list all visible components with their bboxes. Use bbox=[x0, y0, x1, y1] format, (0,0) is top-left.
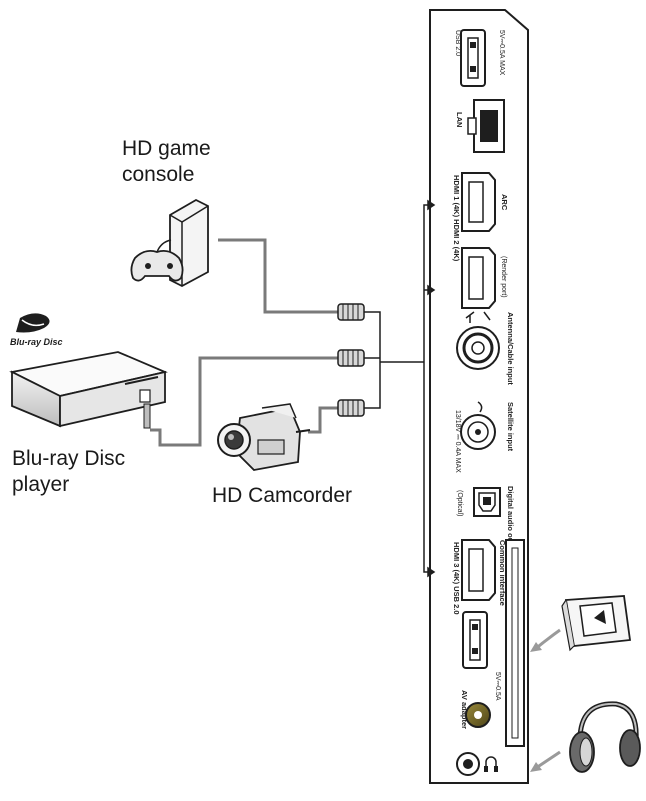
digital-audio-label: Digital audio out bbox=[506, 486, 515, 545]
tv-side-panel: USB 2.0 5V⎓0.5A MAX LAN ARC (Render port… bbox=[429, 9, 529, 784]
usb-top-power-label: 5V⎓0.5A MAX bbox=[498, 30, 505, 76]
ci-slot bbox=[505, 539, 525, 747]
antenna-label: Antenna/Cable input bbox=[506, 312, 515, 385]
camcorder-icon bbox=[217, 403, 311, 471]
common-interface-label: Common interface bbox=[498, 540, 507, 606]
usb-top-label: USB 2.0 bbox=[454, 30, 461, 56]
optical-label: (Optical) bbox=[456, 490, 463, 516]
game-console-label: HD game console bbox=[122, 137, 211, 186]
lan-label: LAN bbox=[455, 112, 464, 127]
satellite-port: Satellite input 13/18V ⎓ 0.4A MAX bbox=[454, 401, 515, 473]
arc-label: ARC bbox=[500, 194, 509, 211]
bluray-player-label: Blu-ray Disc player bbox=[12, 447, 126, 496]
cables bbox=[150, 238, 338, 447]
ci-arrow bbox=[530, 628, 561, 652]
hdmi3-usb-label: HDMI 3 (4K) USB 2.0 bbox=[452, 542, 461, 615]
cable-ends-right bbox=[362, 311, 381, 409]
ci-card-icon bbox=[561, 595, 632, 652]
hdmi12-label: HDMI 1 (4K) HDMI 2 (4K) bbox=[452, 175, 461, 262]
usb-power-label: 5V⎓0.5A bbox=[494, 672, 501, 701]
optical-port: Digital audio out (Optical) bbox=[456, 486, 515, 545]
game-console-icon bbox=[130, 198, 209, 288]
hdmi1-port: ARC bbox=[461, 172, 509, 232]
usb-port-top: USB 2.0 5V⎓0.5A MAX bbox=[454, 29, 505, 87]
antenna-port: Antenna/Cable input bbox=[456, 311, 515, 385]
satellite-label: Satellite input bbox=[506, 402, 515, 452]
hdmi-plug-1 bbox=[337, 303, 365, 321]
usb-port-bottom: 5V⎓0.5A bbox=[462, 611, 501, 701]
hdmi2-port: (Render port) bbox=[461, 247, 507, 309]
hdmi3-port: Common interface bbox=[461, 539, 507, 606]
satellite-note-label: 13/18V ⎓ 0.4A MAX bbox=[454, 410, 461, 473]
headphone-jack bbox=[456, 752, 498, 776]
av-adapter-label: AV adapter bbox=[460, 690, 469, 729]
connection-bracket bbox=[380, 199, 436, 578]
camcorder-label: HD Camcorder bbox=[212, 484, 353, 507]
lan-port: LAN bbox=[455, 99, 505, 153]
headphones-arrow bbox=[530, 750, 561, 772]
hdmi-plug-2 bbox=[337, 349, 365, 367]
hdmi2-note-label: (Render port) bbox=[500, 256, 507, 298]
bluray-player-icon bbox=[9, 351, 168, 429]
headphones-icon bbox=[569, 701, 641, 773]
hdmi-plug-3 bbox=[337, 399, 365, 417]
av-adapter-port: AV adapter bbox=[460, 690, 491, 729]
bluray-logo-icon: Blu-ray Disc bbox=[10, 313, 63, 347]
bluray-logo-text: Blu-ray Disc bbox=[10, 337, 63, 347]
